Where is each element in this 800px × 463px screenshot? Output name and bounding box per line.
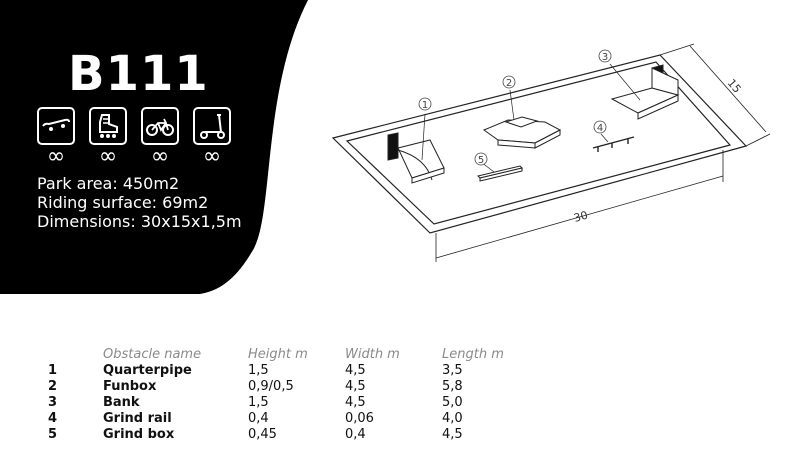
obstacle-length: 4,0 bbox=[442, 410, 463, 426]
obstacle-width: 4,5 bbox=[345, 362, 366, 378]
obstacle-width: 0,06 bbox=[345, 410, 374, 426]
obstacle-height: 1,5 bbox=[248, 394, 269, 410]
marker-2-label: 2 bbox=[506, 78, 512, 89]
grind-rail-obstacle bbox=[592, 133, 635, 152]
header-length: Length m bbox=[442, 346, 504, 362]
obstacle-width: 4,5 bbox=[345, 394, 366, 410]
obstacle-height: 0,9/0,5 bbox=[248, 378, 294, 394]
obstacle-length: 5,8 bbox=[442, 378, 463, 394]
scooter-icon bbox=[193, 107, 231, 145]
table-header-row: Obstacle name Height m Width m Length m bbox=[42, 346, 539, 362]
header-width: Width m bbox=[345, 346, 400, 362]
user-type-icons: ∞ ∞ ∞ ∞ bbox=[36, 107, 232, 168]
obstacle-length: 3,5 bbox=[442, 362, 463, 378]
obstacle-height: 0,4 bbox=[248, 410, 269, 426]
icon-card-inline-skate: ∞ bbox=[88, 107, 128, 168]
header-height: Height m bbox=[248, 346, 308, 362]
infinity-mark: ∞ bbox=[150, 144, 170, 169]
obstacle-length: 5,0 bbox=[442, 394, 463, 410]
park-layout-drawing: 1 2 3 4 5 30 15 bbox=[331, 43, 771, 262]
row-number: 1 bbox=[48, 362, 58, 378]
table-row: 3 Bank 1,5 4,5 5,0 bbox=[42, 394, 539, 410]
obstacle-name: Quarterpipe bbox=[103, 362, 192, 378]
table-row: 2 Funbox 0,9/0,5 4,5 5,8 bbox=[42, 378, 539, 394]
dimensions-text: Dimensions: 30x15x1,5m bbox=[37, 212, 242, 231]
obstacle-table: Obstacle name Height m Width m Length m … bbox=[42, 346, 539, 442]
infinity-mark: ∞ bbox=[202, 144, 222, 169]
riding-surface-text: Riding surface: 69m2 bbox=[37, 193, 209, 212]
funbox-obstacle bbox=[482, 89, 562, 149]
marker-2 bbox=[502, 75, 516, 89]
obstacle-width: 0,4 bbox=[345, 426, 366, 442]
marker-3 bbox=[598, 49, 612, 63]
quarterpipe-obstacle bbox=[387, 113, 445, 184]
row-number: 4 bbox=[48, 410, 58, 426]
marker-4-label: 4 bbox=[597, 123, 603, 134]
marker-5 bbox=[474, 152, 488, 166]
marker-1 bbox=[418, 97, 432, 111]
bmx-bike-icon bbox=[141, 107, 179, 145]
obstacle-name: Grind box bbox=[103, 426, 175, 442]
length-dimension-label: 30 bbox=[572, 209, 589, 225]
table-row: 5 Grind box 0,45 0,4 4,5 bbox=[42, 426, 539, 442]
obstacle-name: Grind rail bbox=[103, 410, 172, 426]
obstacle-width: 4,5 bbox=[345, 378, 366, 394]
bank-obstacle bbox=[609, 63, 680, 120]
park-specs: Park area: 450m2 Riding surface: 69m2 Di… bbox=[37, 174, 242, 231]
obstacle-name: Bank bbox=[103, 394, 140, 410]
obstacle-height: 1,5 bbox=[248, 362, 269, 378]
width-dimension-label: 15 bbox=[725, 77, 744, 96]
marker-3-label: 3 bbox=[602, 52, 608, 63]
infinity-mark: ∞ bbox=[98, 144, 118, 169]
inline-skate-icon bbox=[89, 107, 127, 145]
row-number: 5 bbox=[48, 426, 58, 442]
icon-card-bmx: ∞ bbox=[140, 107, 180, 168]
icon-card-skateboard: ∞ bbox=[36, 107, 76, 168]
infinity-mark: ∞ bbox=[46, 144, 66, 169]
obstacle-name: Funbox bbox=[103, 378, 157, 394]
marker-5-label: 5 bbox=[478, 155, 484, 166]
marker-4 bbox=[593, 120, 607, 134]
table-row: 1 Quarterpipe 1,5 4,5 3,5 bbox=[42, 362, 539, 378]
header-obstacle-name: Obstacle name bbox=[103, 346, 202, 362]
table-row: 4 Grind rail 0,4 0,06 4,0 bbox=[42, 410, 539, 426]
model-code: B111 bbox=[68, 46, 209, 102]
grind-box-obstacle bbox=[477, 161, 523, 182]
skateboard-icon bbox=[37, 107, 75, 145]
icon-card-scooter: ∞ bbox=[192, 107, 232, 168]
marker-1-label: 1 bbox=[422, 100, 428, 111]
drawing-markers: 1 2 3 4 5 bbox=[418, 49, 612, 166]
obstacle-height: 0,45 bbox=[248, 426, 277, 442]
row-number: 2 bbox=[48, 378, 58, 394]
park-area-text: Park area: 450m2 bbox=[37, 174, 180, 193]
row-number: 3 bbox=[48, 394, 58, 410]
obstacle-length: 4,5 bbox=[442, 426, 463, 442]
